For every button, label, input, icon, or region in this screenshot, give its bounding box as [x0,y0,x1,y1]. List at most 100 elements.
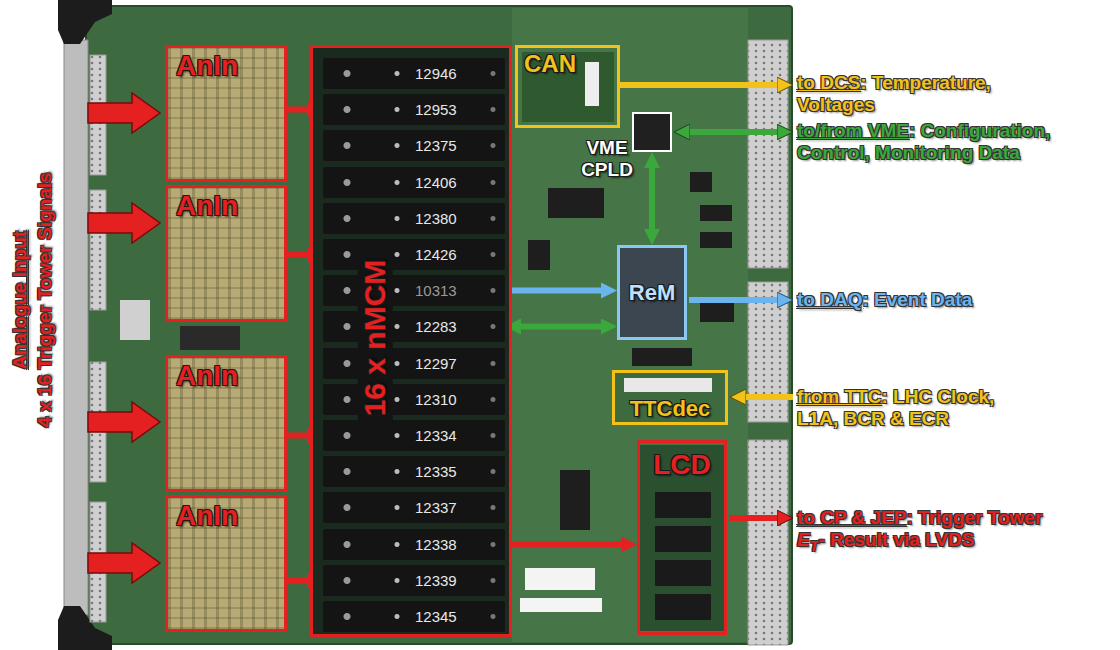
mcm-chip: 12946 [323,58,505,89]
block-label: AnIn [176,50,238,82]
module-group: 16 x nMCM 12946 12953 12375 12406 12380 12426 1… [310,45,512,637]
backplane-connector [748,40,788,268]
mcm-chip: 12338 [323,529,505,560]
signal-arrow [521,324,601,330]
caption-holder: 4 x 16 Trigger Tower Signals [34,172,56,427]
barcode-label [525,568,595,590]
chip-number: 12406 [415,174,457,191]
mcm-chip: 12375 [323,130,505,161]
mcm-chip: 12310 [323,384,505,415]
signal-arrow [649,168,655,229]
chip-number: 10313 [415,282,457,299]
mcm-chip: 12345 [323,601,505,632]
signal-label: to DCS [797,72,860,93]
ic-chip [655,560,711,586]
barcode-label [520,598,602,612]
note-line: ET- Result via LVDS [797,529,1115,557]
chip-number: 12953 [415,101,457,118]
block-label: TTCdec [630,396,711,421]
signal-label: T [810,538,819,554]
output-arrow [620,82,777,88]
input-arrow [746,394,793,400]
cpld-chip: VME CPLD [632,112,672,152]
signal-note: to DCS: Temperature, Voltages [797,72,1037,116]
ejector-handle [58,0,112,44]
mcm-chip: 12334 [323,420,505,451]
input-caption: Analogue Input [9,231,30,369]
input-board: AnIn [165,355,287,492]
signal-label: to DAQ [797,289,862,310]
chip-number: 12426 [415,246,457,263]
signal-label: from TTC [797,386,881,407]
block-label: AnIn [176,190,238,222]
signal-label: to/from VME [797,120,909,141]
input-arrow [88,93,160,133]
block-label: CAN [524,50,576,78]
input-caption: 4 x 16 Trigger Tower Signals [34,172,55,427]
signal-label: : Trigger Tower [906,507,1042,528]
input-arrow [88,203,160,243]
board-label [624,378,712,392]
mcm-chip: 12380 [323,203,505,234]
signal-label: : Temperature, Voltages [797,72,991,115]
mcm-chip: 10313 [323,275,505,306]
input-board: AnIn [165,495,287,632]
chip-number: 12337 [415,499,457,516]
mcm-chip: 12426 [323,239,505,270]
signal-note: to CP & JEP: Trigger TowerET- Result via… [797,507,1115,557]
block-label: ReM [629,280,675,305]
ic-chip [560,470,590,530]
signal-label: : Configuration, Control, Monitoring Dat… [797,120,1050,163]
ic-chip [700,205,732,221]
mcm-chip: 12297 [323,348,505,379]
ttc-daughter-board [612,372,726,424]
signal-label: : LHC Clock, L1A, BCR & ECR [797,386,994,429]
ttc-decoder: TTCdec [612,370,728,425]
signal-arrow [505,288,601,294]
ic-chip [180,326,240,350]
front-panel [64,40,88,615]
signal-label: E [797,529,810,550]
lcd-daughter-board [640,445,724,631]
caption-holder: Analogue Input [9,231,31,369]
input-arrow [88,402,160,442]
input-arrow [88,543,160,583]
can-module: CAN [515,45,620,128]
signal-arrow [287,107,307,113]
ic-chip [700,232,732,248]
block-label: 16 x nMCM [358,256,393,421]
readout-fpga: ReM [617,245,687,340]
mcm-chip: 12337 [323,492,505,523]
ic-chip [655,594,711,620]
signal-note: to DAQ: Event Data [797,289,1115,311]
ic-chip [655,492,711,518]
input-board: AnIn [165,45,287,182]
signal-note: from TTC: LHC Clock, L1A, BCR & ECR [797,386,1037,430]
ic-chip [700,300,734,322]
signal-arrow [287,433,307,439]
chip-number: 12283 [415,318,457,335]
chip-number: 12345 [415,608,457,625]
chip-number: 12334 [415,427,457,444]
chip-number: 12946 [415,65,457,82]
output-arrow [729,515,777,521]
bus-arrow [690,129,777,135]
ic-chip [632,348,692,366]
chip-number: 12375 [415,137,457,154]
signal-note: to/from VME: Configuration, Control, Mon… [797,120,1115,164]
input-connector [90,190,106,310]
block-label: VME CPLD [574,137,640,181]
backplane-connector [748,440,788,645]
signal-label: : Event Data [862,289,972,310]
signal-label: - Result via LVDS [818,529,974,550]
block-label: AnIn [176,360,238,392]
mcm-chip: 12339 [323,565,505,596]
mcm-chip: 12406 [323,167,505,198]
chip-number: 12297 [415,355,457,372]
signal-arrow [505,542,621,548]
signal-arrow [287,578,307,584]
input-board: AnIn [165,185,287,322]
signal-label: to CP & JEP [797,507,906,528]
pcb-board [86,6,792,644]
chip-number: 12338 [415,536,457,553]
